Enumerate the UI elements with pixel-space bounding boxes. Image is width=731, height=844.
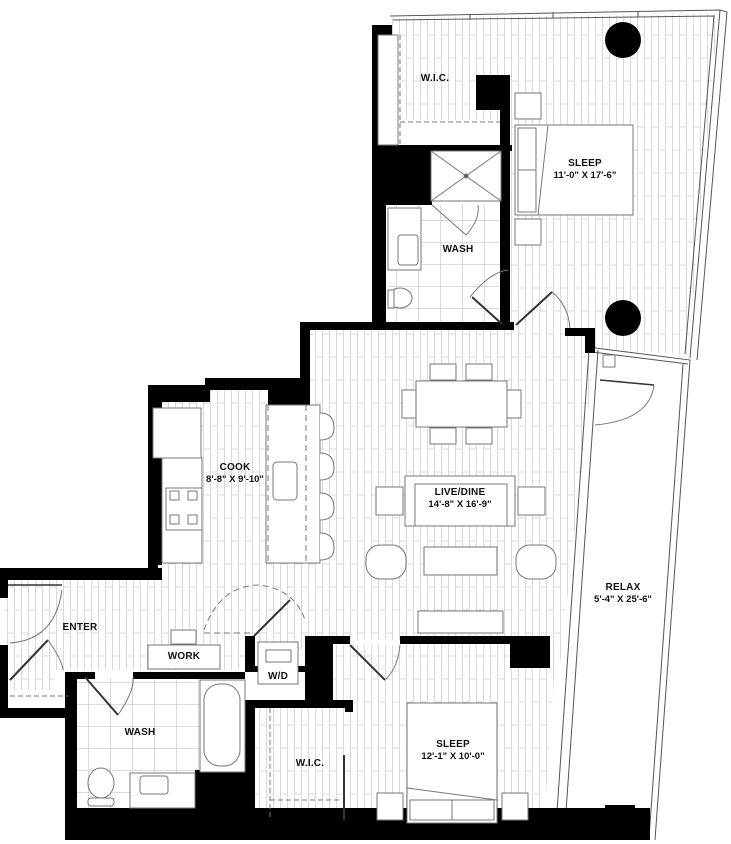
furniture xyxy=(8,34,655,824)
window-walls xyxy=(389,9,728,841)
columns xyxy=(605,22,641,336)
wall-overlay xyxy=(372,75,510,205)
